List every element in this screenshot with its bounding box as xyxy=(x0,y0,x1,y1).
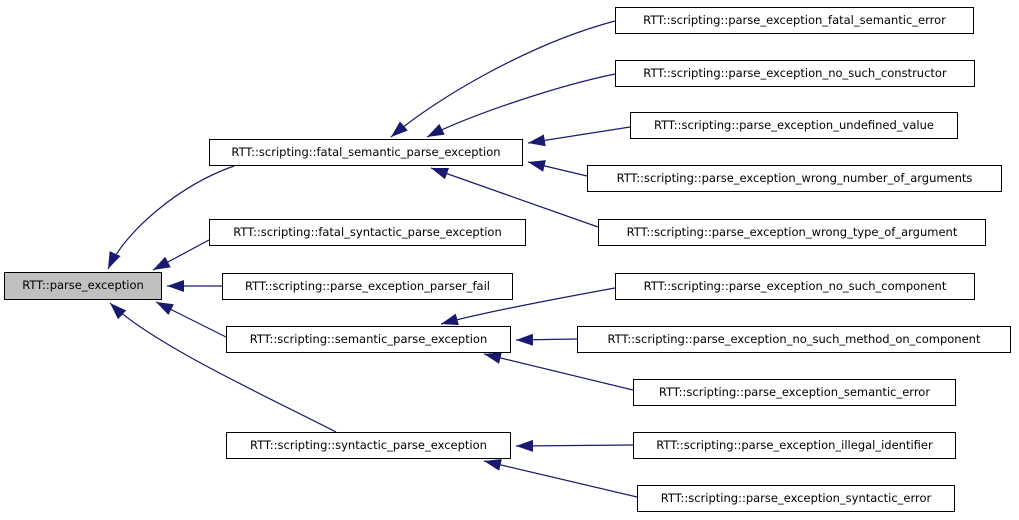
node-parse-exception-illegal-identifier[interactable]: RTT::scripting::parse_exception_illegal_… xyxy=(633,432,956,459)
node-parse-exception: RTT::parse_exception xyxy=(4,272,162,300)
edge-parse-exception-illegal-identifier-to-syntactic-parse-exception xyxy=(515,439,634,452)
edge-parse-exception-wrong-type-of-argument-to-fatal-semantic-parse-exception xyxy=(430,167,599,228)
node-fatal-syntactic-parse-exception[interactable]: RTT::scripting::fatal_syntactic_parse_ex… xyxy=(209,219,526,246)
edge-parse-exception-semantic-error-to-semantic-parse-exception xyxy=(483,352,634,391)
edge-parse-exception-no-such-component-to-semantic-parse-exception xyxy=(440,287,616,326)
node-parse-exception-no-such-method-on-component[interactable]: RTT::scripting::parse_exception_no_such_… xyxy=(577,326,1011,353)
node-parse-exception-wrong-number-of-arguments[interactable]: RTT::scripting::parse_exception_wrong_nu… xyxy=(587,165,1002,192)
node-fatal-semantic-parse-exception[interactable]: RTT::scripting::fatal_semantic_parse_exc… xyxy=(209,139,523,166)
node-parse-exception-no-such-component[interactable]: RTT::scripting::parse_exception_no_such_… xyxy=(615,273,975,300)
node-syntactic-parse-exception[interactable]: RTT::scripting::syntactic_parse_exceptio… xyxy=(226,432,511,459)
edge-syntactic-parse-exception-to-parse-exception xyxy=(109,302,337,433)
edge-semantic-parse-exception-to-parse-exception xyxy=(155,301,227,338)
edge-parse-exception-wrong-number-of-arguments-to-fatal-semantic-parse-exception xyxy=(527,160,588,177)
node-parse-exception-fatal-semantic-error[interactable]: RTT::scripting::parse_exception_fatal_se… xyxy=(615,7,974,34)
edge-parse-exception-fatal-semantic-error-to-fatal-semantic-parse-exception xyxy=(390,20,616,138)
edge-parse-exception-syntactic-error-to-syntactic-parse-exception xyxy=(483,459,638,498)
edge-parse-exception-undefined-value-to-fatal-semantic-parse-exception xyxy=(527,126,631,147)
edge-fatal-syntactic-parse-exception-to-parse-exception xyxy=(152,239,210,271)
node-parse-exception-syntactic-error[interactable]: RTT::scripting::parse_exception_syntacti… xyxy=(637,485,955,512)
node-parse-exception-undefined-value[interactable]: RTT::scripting::parse_exception_undefine… xyxy=(630,112,958,139)
node-parse-exception-no-such-constructor[interactable]: RTT::scripting::parse_exception_no_such_… xyxy=(615,60,975,87)
node-parse-exception-wrong-type-of-argument[interactable]: RTT::scripting::parse_exception_wrong_ty… xyxy=(598,219,986,246)
node-parse-exception-semantic-error[interactable]: RTT::scripting::parse_exception_semantic… xyxy=(633,379,956,406)
node-parse-exception-parser-fail[interactable]: RTT::scripting::parse_exception_parser_f… xyxy=(222,273,513,300)
edge-fatal-semantic-parse-exception-to-parse-exception xyxy=(107,165,235,270)
edge-parse-exception-no-such-constructor-to-fatal-semantic-parse-exception xyxy=(426,73,616,138)
edge-parse-exception-no-such-method-on-component-to-semantic-parse-exception xyxy=(515,333,578,346)
node-semantic-parse-exception[interactable]: RTT::scripting::semantic_parse_exception xyxy=(226,326,511,353)
